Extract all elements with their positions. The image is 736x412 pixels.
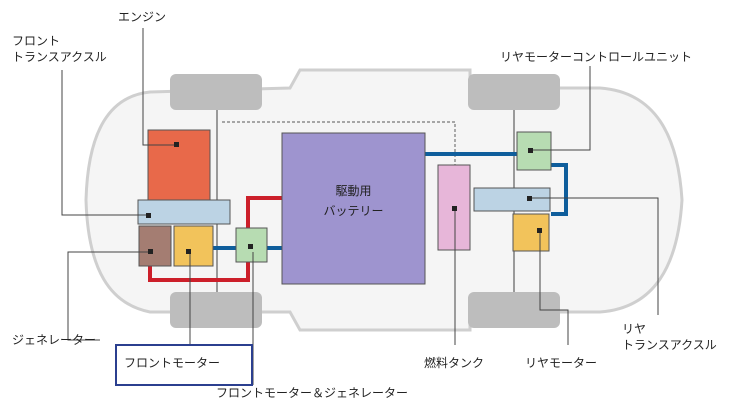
rear-motor-cable	[551, 163, 568, 216]
label-front-motor: フロントモーター	[124, 356, 221, 370]
leader-lines	[61, 28, 659, 385]
front-motor-highlight	[115, 344, 253, 386]
label-rear-motor: リヤモーター	[525, 356, 598, 370]
rear-control-unit-box	[516, 131, 552, 171]
rear-right-wheel	[468, 292, 560, 328]
dotted-frame	[222, 121, 456, 165]
label-battery-line1: 駆動用	[335, 184, 372, 198]
rear-left-wheel	[468, 74, 560, 110]
front-left-wheel	[170, 74, 262, 110]
label-rear-control-unit: リヤモーターコントロールユニット	[500, 50, 693, 64]
front-motor-box	[173, 225, 214, 267]
label-front-transaxle-line1: フロント	[12, 34, 61, 48]
leader-front-transaxle	[61, 70, 150, 216]
engine-box	[147, 129, 211, 201]
rear-motor-box	[512, 213, 550, 252]
leader-engine	[142, 28, 177, 146]
label-battery-line2: バッテリー	[323, 204, 384, 218]
rear-transaxle-box	[473, 187, 551, 212]
front-transaxle-box	[137, 199, 231, 225]
leader-rear-transaxle	[530, 197, 659, 315]
label-front-motor-generator: フロントモーター＆ジェネレーター	[216, 386, 409, 400]
label-engine: エンジン	[118, 10, 167, 24]
connector-dots	[146, 142, 542, 254]
leader-rear-control-unit	[532, 66, 591, 151]
battery-box	[281, 132, 426, 285]
hv-cable-upper	[246, 196, 282, 228]
generator-box	[138, 225, 172, 267]
label-generator: ジェネレーター	[12, 333, 97, 347]
label-rear-transaxle-line1: リヤ	[622, 322, 647, 336]
label-front-transaxle-line2: トランスアクスル	[12, 50, 107, 64]
leader-generator	[67, 251, 151, 341]
label-rear-transaxle-line2: トランスアクスル	[622, 338, 717, 352]
leader-rear-motor	[539, 230, 569, 345]
label-fuel-tank: 燃料タンク	[424, 356, 485, 370]
front-right-wheel	[170, 292, 262, 328]
hv-cable-lower	[148, 262, 250, 282]
